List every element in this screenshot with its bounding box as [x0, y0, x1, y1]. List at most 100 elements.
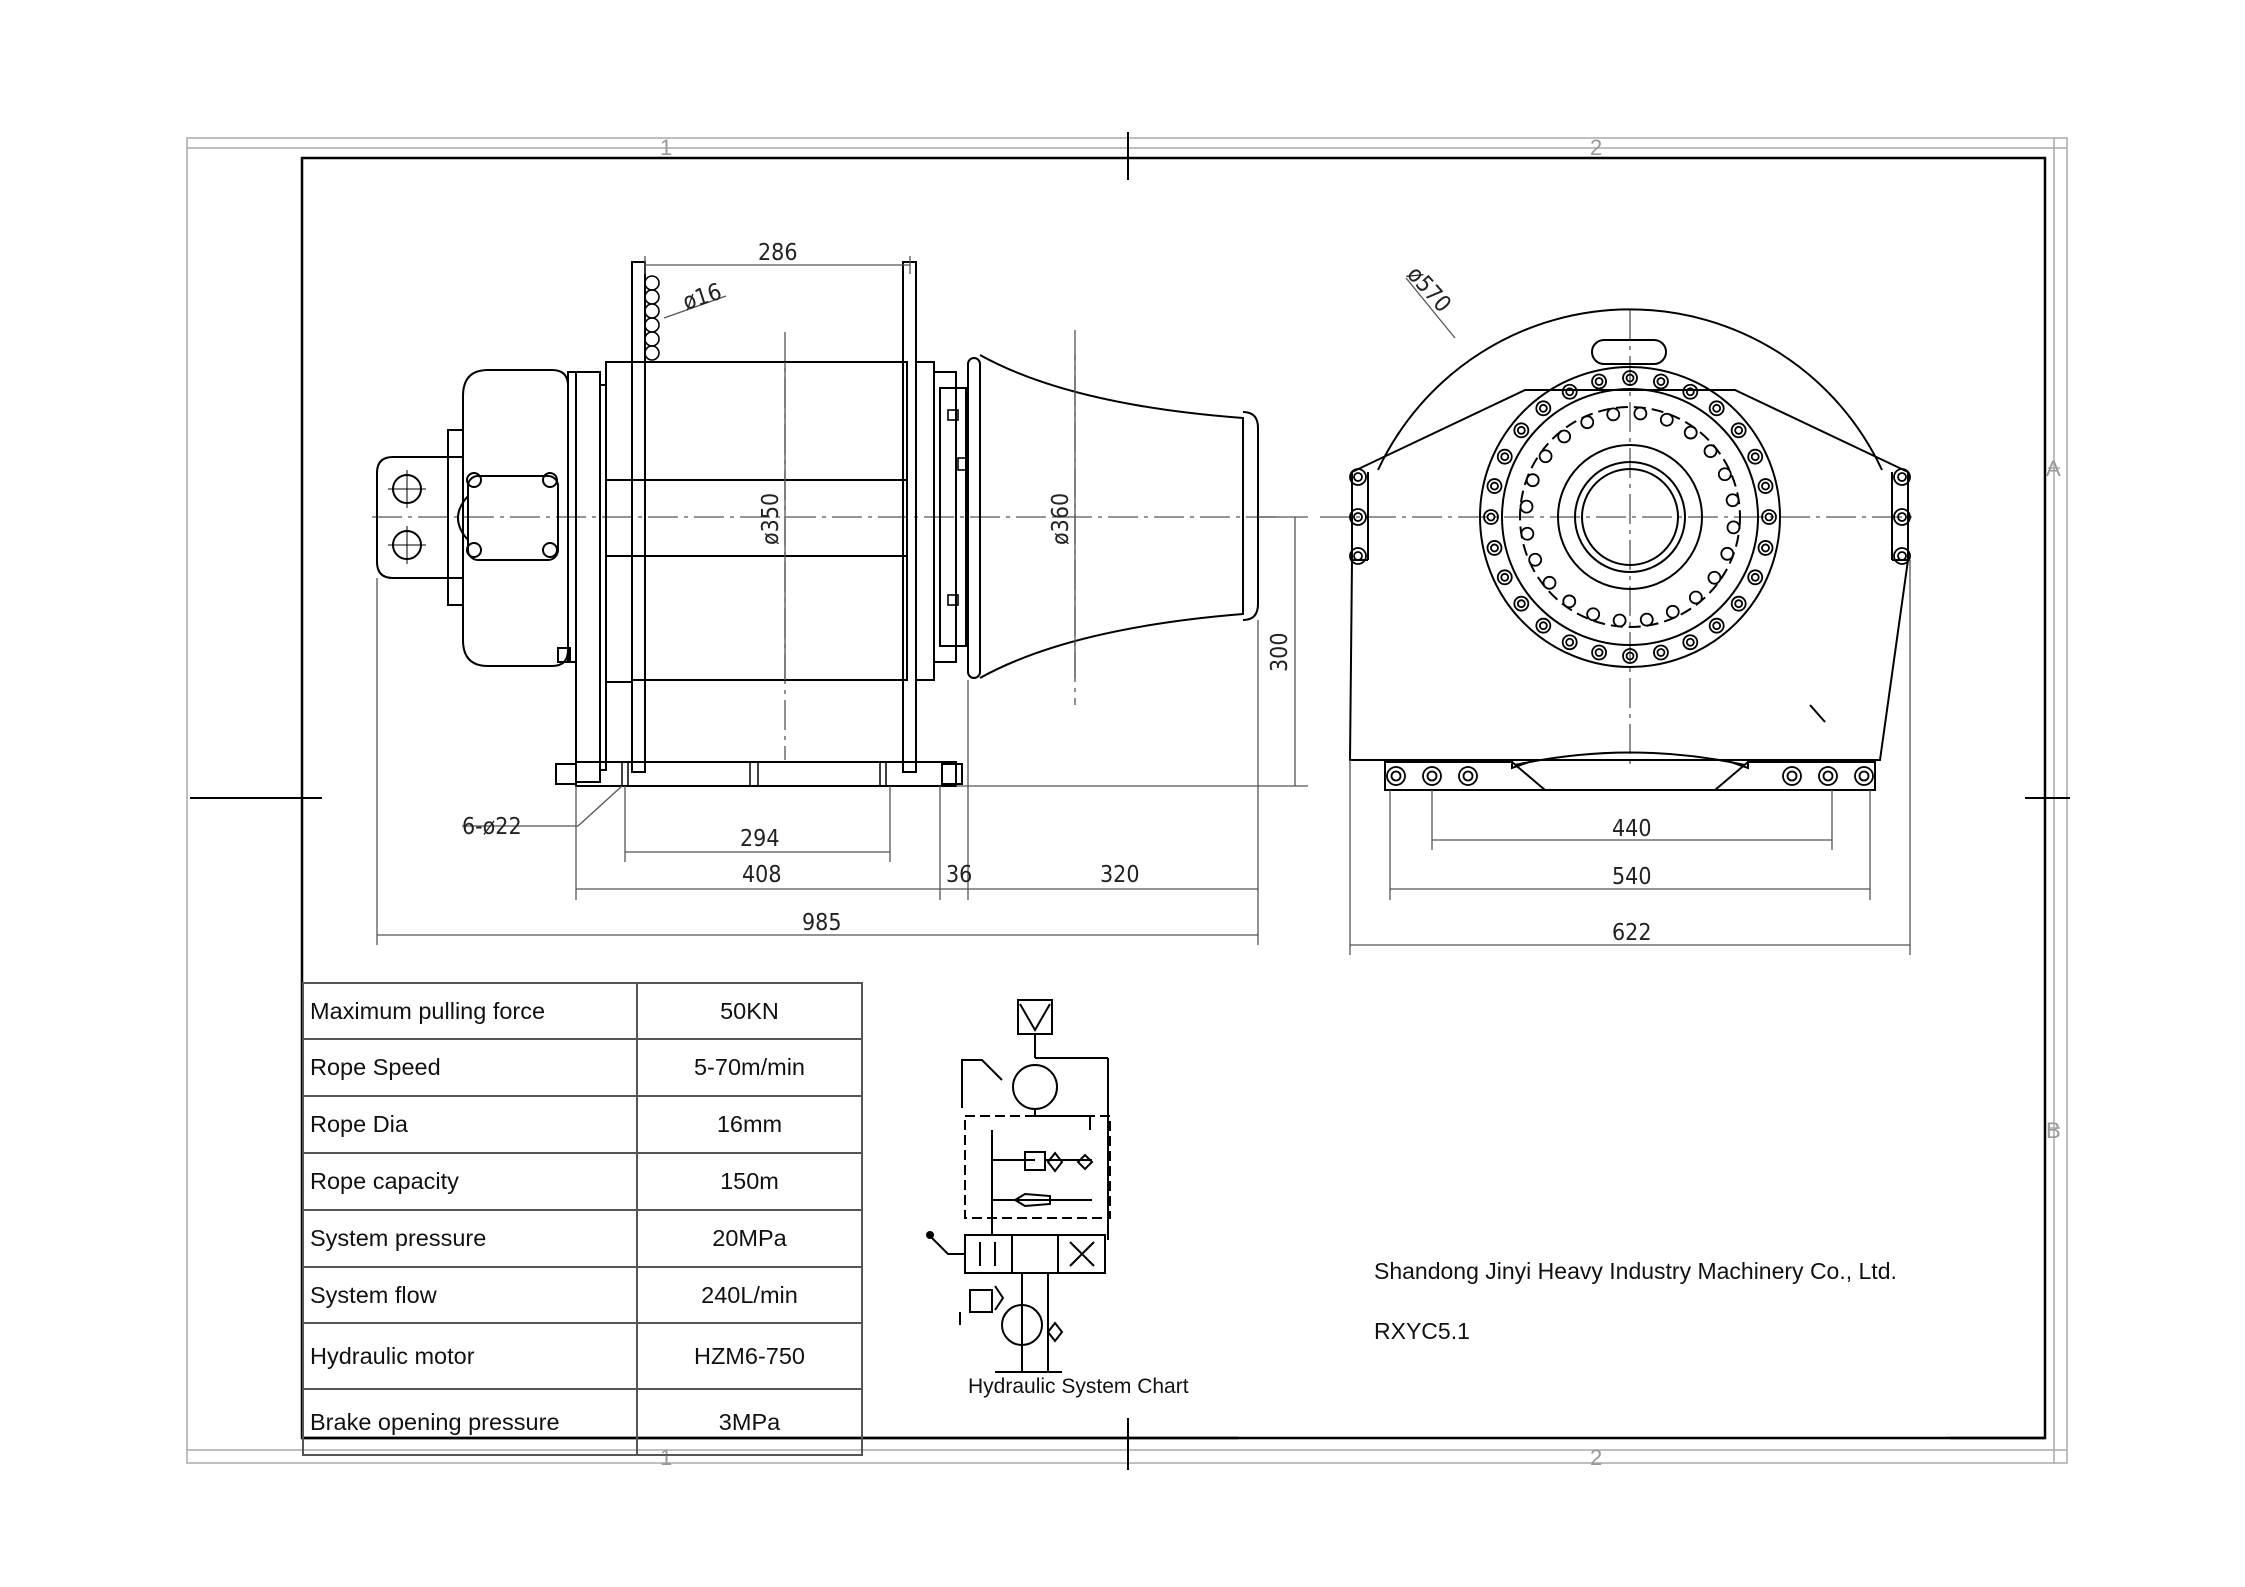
dim-overall-length: 985	[802, 910, 842, 936]
bolt-hole	[1757, 478, 1774, 494]
spec-value: 3MPa	[636, 1388, 863, 1456]
bolt-hole-inner	[1625, 373, 1635, 383]
bolt-hole-inner	[1594, 377, 1604, 386]
bolt-hole	[1513, 595, 1530, 612]
spec-label: Rope Speed	[302, 1038, 638, 1097]
dim-base-length: 408	[742, 862, 782, 888]
bolt-hole	[1458, 766, 1478, 786]
bolt-hole-inner	[1786, 770, 1798, 782]
bolt-hole-inner	[1734, 425, 1744, 435]
dim-base-width: 540	[1612, 864, 1652, 890]
bolt-hole	[1591, 373, 1607, 390]
bolt-hole	[1538, 449, 1553, 464]
bolt-hole	[1708, 617, 1725, 634]
frame-tick-marks	[2048, 467, 2060, 1129]
bolt-hole	[1542, 575, 1557, 590]
bolt-hole	[1486, 540, 1503, 556]
bolt-hole-inner	[1750, 452, 1760, 462]
bolt-hole	[1349, 508, 1367, 526]
bolt-hole-inner	[1565, 387, 1575, 397]
bolt-hole-inner	[1712, 621, 1722, 631]
bolt-hole-inner	[1538, 621, 1548, 631]
spec-label: Rope Dia	[302, 1095, 638, 1154]
bolt-hole-inner	[1685, 637, 1695, 647]
bolt-hole	[1386, 766, 1406, 786]
bolt-hole	[1782, 766, 1802, 786]
bolt-hole	[1557, 429, 1572, 444]
dim-flange-span: 286	[758, 240, 798, 266]
spec-value: 5-70m/min	[636, 1038, 863, 1097]
spec-label: Maximum pulling force	[302, 982, 638, 1040]
end-view-dimension-lines	[1349, 277, 1911, 955]
model-number: RXYC5.1	[1374, 1318, 1470, 1344]
bolt-hole	[1818, 766, 1838, 786]
side-view-dimension-lines	[376, 256, 1308, 945]
bolt-hole-inner	[1516, 425, 1526, 435]
end-base	[1384, 759, 1876, 791]
bolt-hole-inner	[1712, 403, 1722, 413]
zone-label-top-1: 1	[660, 135, 672, 160]
spec-value: 150m	[636, 1152, 863, 1211]
bolt-hole-inner	[1538, 403, 1548, 413]
bolt-hole-inner	[1822, 770, 1834, 782]
bolt-hole	[1761, 509, 1777, 525]
bolt-hole	[1683, 425, 1698, 440]
bolt-hole	[1747, 569, 1764, 586]
bolt-hole	[1483, 509, 1499, 525]
bolt-hole	[1747, 448, 1764, 465]
bolt-hole	[1659, 412, 1674, 427]
drum-outline	[1377, 308, 1883, 471]
bolt-hole-inner	[1656, 648, 1666, 657]
zone-label-top-2: 2	[1590, 135, 1602, 160]
bolt-hole	[1513, 422, 1530, 439]
bolt-hole-inner	[1761, 481, 1770, 491]
hydraulic-chart-title: Hydraulic System Chart	[968, 1375, 1189, 1398]
motor-ear	[376, 456, 464, 579]
spec-value: 50KN	[636, 982, 863, 1040]
bolt-hole	[1622, 648, 1638, 664]
bolt-hole	[1580, 415, 1595, 430]
bolt-hole-inner	[1490, 543, 1499, 553]
dim-hole-span: 294	[740, 826, 780, 852]
company-name: Shandong Jinyi Heavy Industry Machinery …	[1374, 1258, 1897, 1284]
bolt-hole-inner	[1353, 472, 1363, 482]
bolt-hole-inner	[1565, 637, 1575, 647]
bolt-hole-inner	[1897, 551, 1907, 561]
bolt-hole-inner	[1500, 572, 1510, 582]
dim-height: 300	[1267, 633, 1293, 673]
bolt-hole	[1525, 473, 1540, 488]
bolt-hole-inner	[1462, 770, 1474, 782]
hydraulic-pump-symbol	[1001, 1304, 1043, 1346]
spec-label: Brake opening pressure	[302, 1388, 638, 1456]
bolt-hole-inner	[1761, 543, 1770, 553]
motor-housing	[462, 369, 569, 667]
drum-flange-left	[631, 261, 646, 773]
spec-value: 20MPa	[636, 1209, 863, 1268]
bolt-hole-inner	[1516, 599, 1526, 609]
bolt-hole	[1633, 406, 1648, 421]
bore	[1574, 461, 1686, 573]
bolt-hole	[1561, 634, 1578, 651]
bolt-hole-inner	[1685, 387, 1695, 397]
end-view	[1320, 308, 1915, 791]
bolt-hole-inner	[1353, 512, 1363, 522]
bolt-hole	[1606, 407, 1621, 422]
bolt-hole	[1422, 766, 1442, 786]
spec-label: System pressure	[302, 1209, 638, 1268]
spec-label: System flow	[302, 1266, 638, 1324]
bolt-hole-inner	[1897, 472, 1907, 482]
spec-value: 16mm	[636, 1095, 863, 1154]
bolt-hole	[1707, 570, 1722, 585]
bolt-hole	[1486, 478, 1503, 494]
bolt-hole	[1349, 468, 1367, 486]
dim-flange-dia: ø570	[1402, 262, 1456, 318]
dim-drum-dia: ø350	[758, 493, 784, 545]
capstan	[979, 354, 1244, 679]
dim-gap: 36	[946, 862, 972, 888]
bolt-hole	[1708, 400, 1725, 417]
bolt-hole	[1535, 400, 1552, 417]
